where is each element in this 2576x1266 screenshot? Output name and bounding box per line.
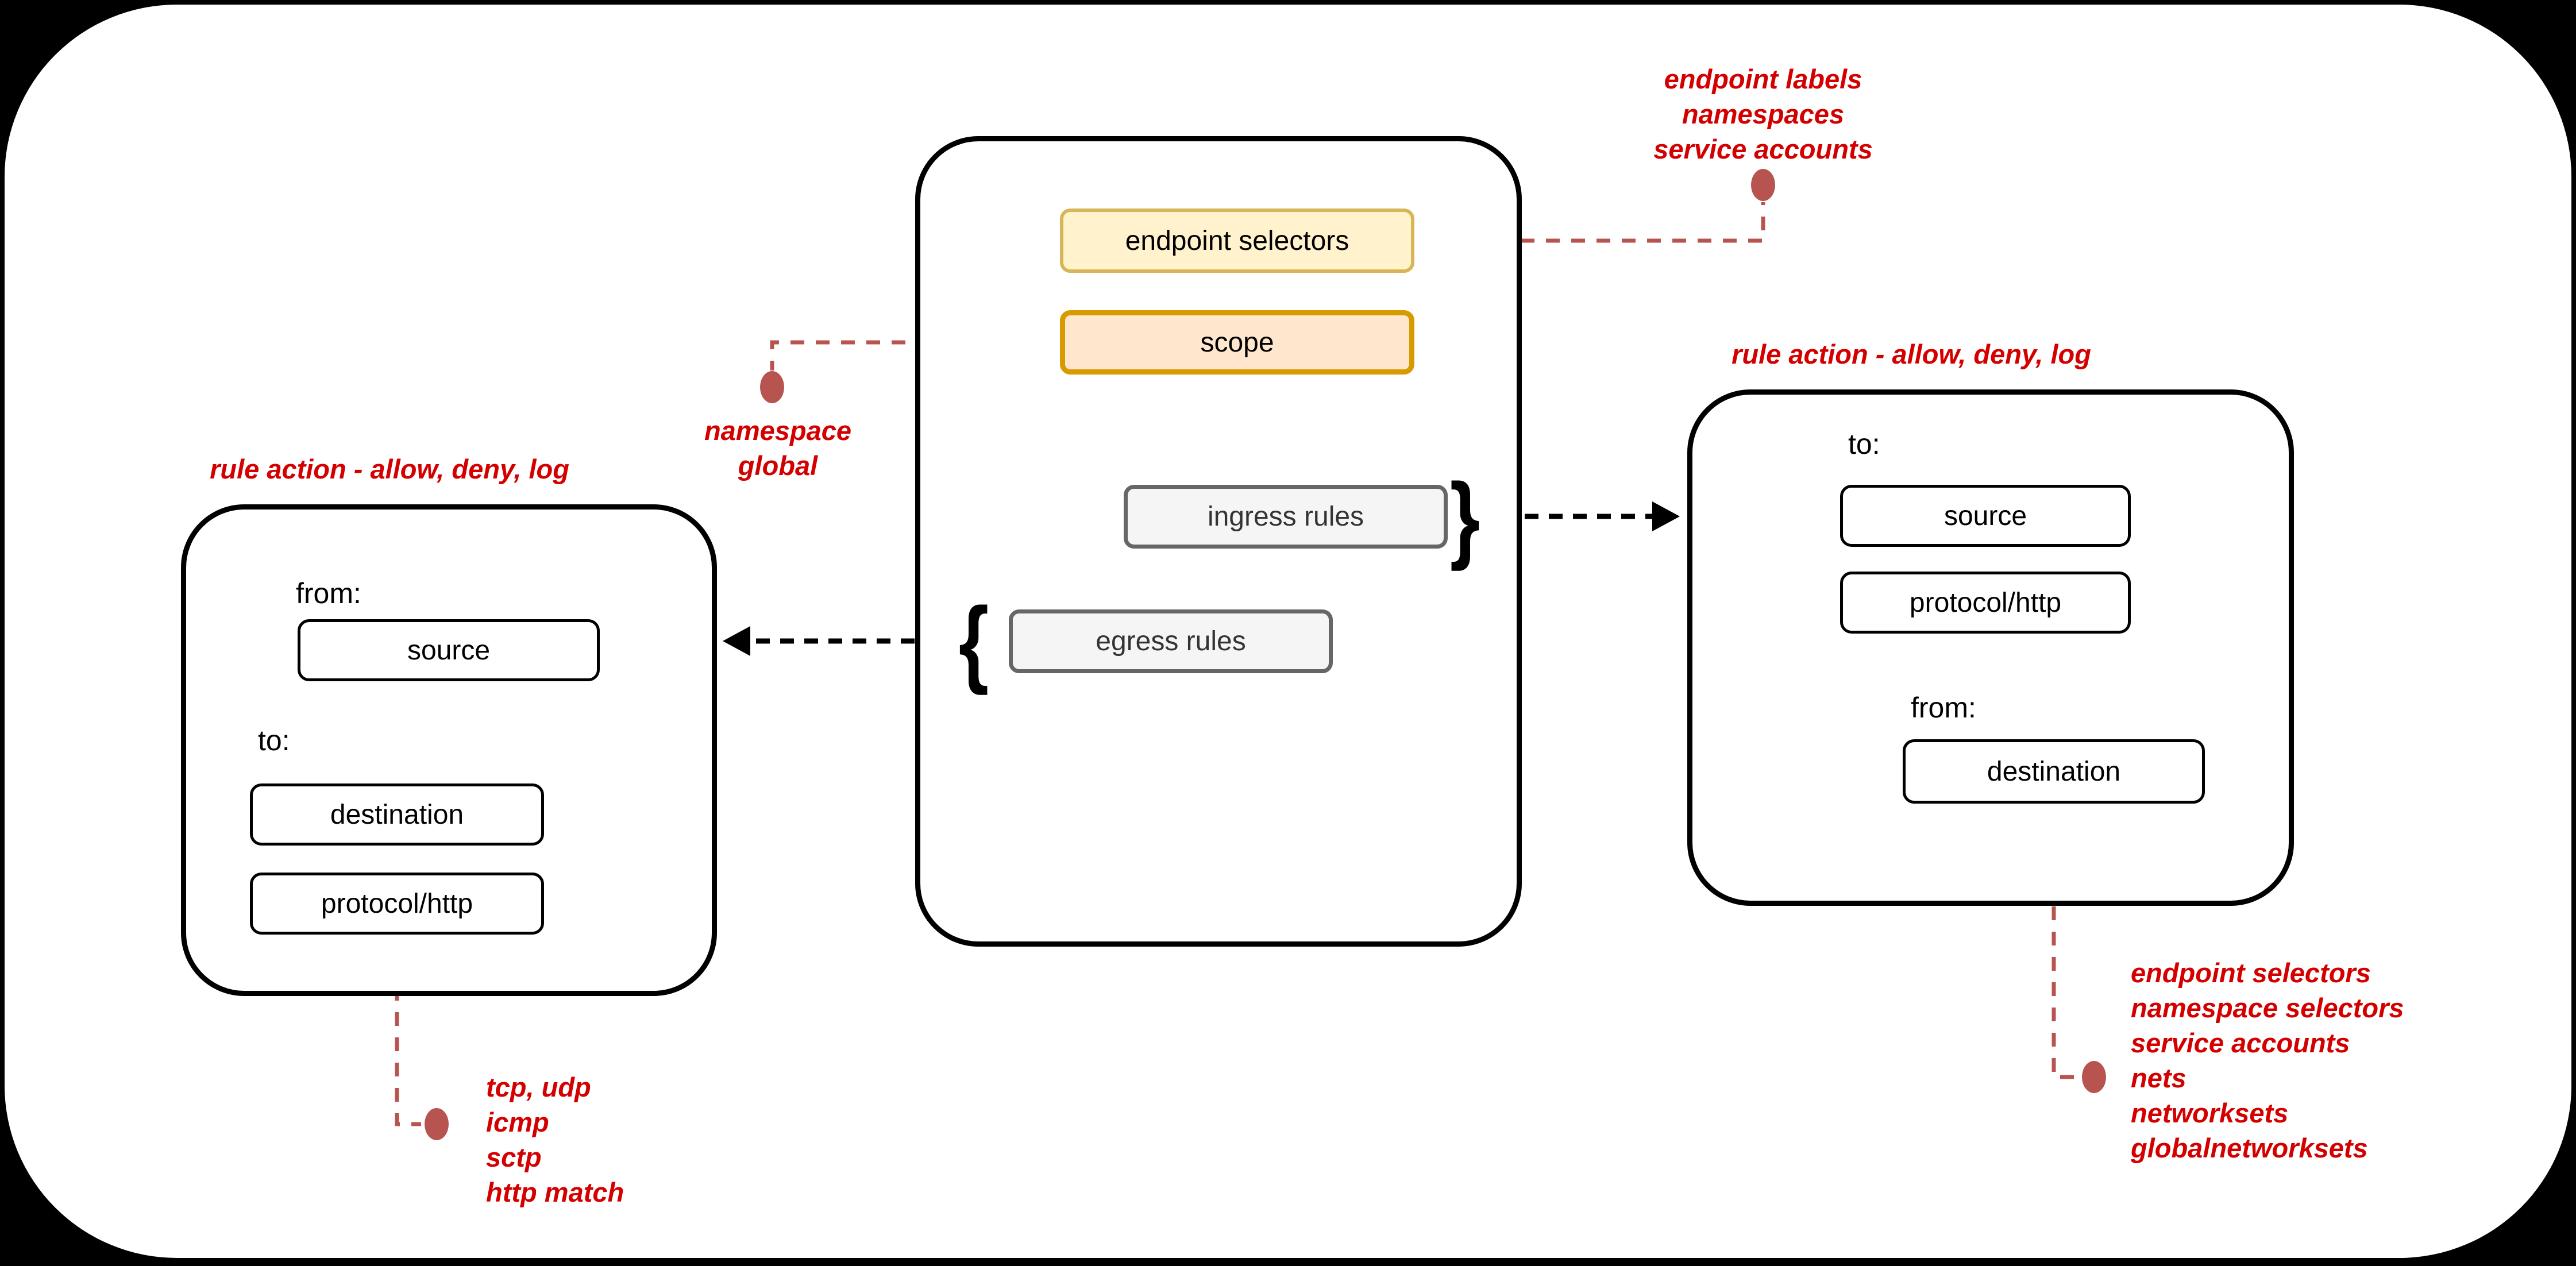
egress-source-label: source: [407, 635, 491, 666]
ingress-rules-box: ingress rules: [1124, 485, 1448, 549]
egress-brace: {: [958, 586, 989, 696]
scope-label: scope: [1200, 327, 1274, 358]
annotation-line: endpoint labels: [1664, 64, 1862, 94]
annotation-line: networksets: [2131, 1098, 2289, 1128]
annotation-line: namespace selectors: [2131, 993, 2404, 1023]
ingress-rule-detail-box: [1687, 389, 2294, 906]
ingress-to-label: to:: [1848, 428, 1880, 460]
annotation-line: namespaces: [1682, 99, 1845, 129]
ingress-protocol-box: protocol/http: [1840, 572, 2131, 634]
annotation-line: tcp, udp: [486, 1072, 591, 1102]
egress-source-box: source: [298, 619, 600, 681]
annotation-line: nets: [2131, 1063, 2186, 1093]
egress-protocol-label: protocol/http: [321, 888, 473, 919]
ingress-rules-label: ingress rules: [1207, 501, 1364, 532]
ingress-source-box: source: [1840, 485, 2131, 547]
ingress-brace: }: [1449, 462, 1480, 572]
ingress-from-label: from:: [1911, 692, 1976, 724]
scope-box: scope: [1060, 310, 1414, 375]
annotation-line: http match: [486, 1177, 624, 1207]
annotation-line: icmp: [486, 1107, 549, 1137]
annotation-line: namespace: [704, 415, 852, 446]
ingress-destination-box: destination: [1903, 739, 2205, 804]
egress-rule-title: rule action - allow, deny, log: [210, 454, 569, 484]
annotation-line: sctp: [486, 1142, 542, 1172]
ingress-source-label: source: [1943, 500, 2027, 531]
ingress-protocol-label: protocol/http: [1909, 587, 2062, 618]
annotation-line: service accounts: [1653, 134, 1873, 164]
annotation-line: global: [738, 450, 818, 481]
egress-to-label: to:: [258, 724, 290, 756]
scope-annotation: namespace global: [628, 413, 927, 483]
egress-rules-label: egress rules: [1096, 626, 1246, 657]
destination-ingress-annotation: endpoint selectors namespace selectors s…: [2131, 955, 2404, 1165]
egress-destination-box: destination: [250, 783, 544, 846]
egress-rules-box: egress rules: [1009, 609, 1333, 673]
ingress-rule-title: rule action - allow, deny, log: [1732, 339, 2091, 369]
annotation-line: globalnetworksets: [2131, 1133, 2368, 1163]
endpoint-selectors-annotation: endpoint labels namespaces service accou…: [1533, 61, 1993, 167]
egress-destination-label: destination: [330, 799, 464, 830]
endpoint-selectors-label: endpoint selectors: [1125, 225, 1349, 256]
annotation-line: endpoint selectors: [2131, 958, 2371, 988]
annotation-line: service accounts: [2131, 1028, 2350, 1058]
endpoint-selectors-box: endpoint selectors: [1060, 209, 1414, 273]
egress-from-label: from:: [296, 577, 361, 609]
protocol-egress-annotation: tcp, udp icmp sctp http match: [486, 1070, 624, 1210]
egress-protocol-box: protocol/http: [250, 873, 544, 935]
ingress-destination-label: destination: [1987, 756, 2121, 787]
